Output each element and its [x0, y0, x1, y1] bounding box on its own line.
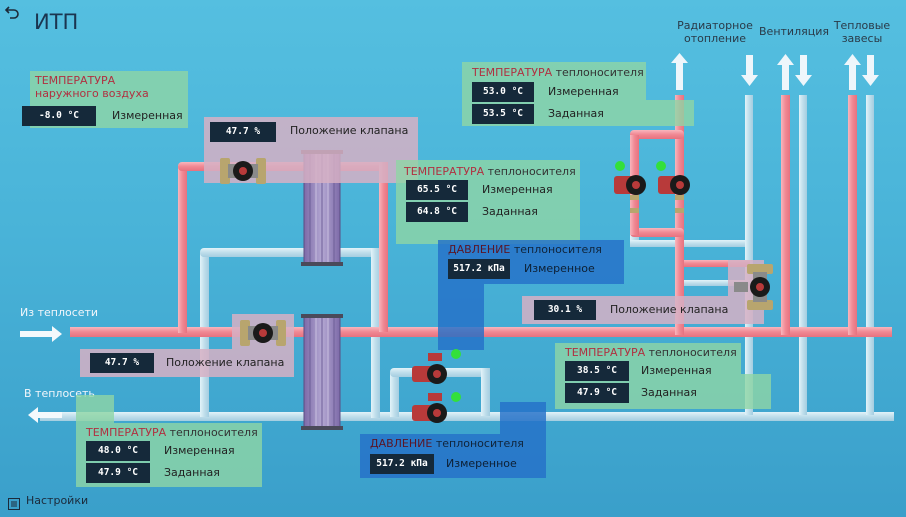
valve-right-tab	[728, 260, 764, 324]
outdoor-temp-panel: ТЕМПЕРАТУРА наружного воздуха -8.0 °C Из…	[22, 71, 188, 128]
temp-top-right-setpoint-value: 53.5 °C	[472, 104, 534, 124]
pressure-top-panel: ДАВЛЕНИЕ теплоносителя 517.2 кПа Измерен…	[438, 240, 624, 284]
outdoor-temp-value: -8.0 °C	[22, 106, 96, 126]
curtain-up-arrow-icon	[844, 54, 861, 90]
temp-hx1-title: ТЕМПЕРАТУРА теплоносителя	[404, 166, 576, 178]
temp-top-right-tab	[646, 100, 694, 126]
inlet-arrow-icon	[20, 326, 62, 342]
ventilation-down-arrow-2-icon	[795, 55, 812, 86]
heat-exchanger-2	[301, 314, 343, 430]
valve-right-value: 30.1 %	[534, 300, 596, 320]
pressure-bottom-title-main: ДАВЛЕНИЕ	[370, 437, 433, 450]
pressure-bottom-title-sub: теплоносителя	[435, 437, 524, 450]
pressure-top-label: Измеренное	[524, 262, 595, 275]
temp-top-right-measured-value: 53.0 °C	[472, 82, 534, 102]
temp-mid-right-tab	[741, 374, 771, 409]
curtain-down-arrow-icon	[862, 55, 879, 86]
temp-top-right-setpoint-label: Заданная	[548, 107, 604, 120]
consumer-radiator-label: Радиаторное отопление	[677, 19, 753, 45]
pressure-top-title: ДАВЛЕНИЕ теплоносителя	[448, 244, 602, 256]
outlet-arrow-icon	[28, 407, 62, 423]
temp-bottom-left-setpoint-value: 47.9 °C	[86, 463, 150, 483]
temp-top-right-title: ТЕМПЕРАТУРА теплоносителя	[472, 67, 644, 79]
page-title: ИТП	[34, 10, 79, 34]
menu-list-icon	[8, 495, 20, 510]
temp-bottom-left-title: ТЕМПЕРАТУРА теплоносителя	[86, 427, 258, 439]
temp-bottom-left-measured-label: Измеренная	[164, 444, 235, 457]
temp-hx1-measured-value: 65.5 °C	[406, 180, 468, 200]
valve-right-panel: 30.1 % Положение клапана	[522, 296, 728, 324]
consumer-ventilation-label: Вентиляция	[759, 25, 829, 38]
settings-label: Настройки	[26, 494, 89, 507]
temp-hx1-setpoint-label: Заданная	[482, 205, 538, 218]
pressure-bottom-stem	[500, 402, 546, 434]
consumer-curtain-label: Тепловые завесы	[833, 19, 891, 45]
temp-top-right-title-main: ТЕМПЕРАТУРА	[472, 66, 553, 79]
valve-top-value: 47.7 %	[210, 122, 276, 142]
valve-top-panel: 47.7 % Положение клапана	[204, 117, 418, 183]
temp-bottom-left-setpoint-label: Заданная	[164, 466, 220, 479]
pressure-top-title-main: ДАВЛЕНИЕ	[448, 243, 511, 256]
outdoor-temp-title: ТЕМПЕРАТУРА	[35, 74, 116, 87]
temp-top-right-panel: ТЕМПЕРАТУРА теплоносителя 53.0 °C Измере…	[462, 62, 646, 126]
pressure-bottom-value: 517.2 кПа	[370, 454, 434, 474]
temp-bottom-left-title-sub: теплоносителя	[169, 426, 258, 439]
temp-bottom-left-panel: ТЕМПЕРАТУРА теплоносителя 48.0 °C Измере…	[76, 423, 262, 487]
pressure-bottom-title: ДАВЛЕНИЕ теплоносителя	[370, 438, 524, 450]
pressure-top-value: 517.2 кПа	[448, 259, 510, 279]
radiator-up-arrow-icon	[671, 53, 688, 90]
temp-hx1-setpoint-value: 64.8 °C	[406, 202, 468, 222]
temp-hx1-panel: ТЕМПЕРАТУРА теплоносителя 65.5 °C Измере…	[396, 160, 580, 244]
pressure-bottom-panel: ДАВЛЕНИЕ теплоносителя 517.2 кПа Измерен…	[360, 434, 546, 478]
valve-mid-value: 47.7 %	[90, 353, 154, 373]
temp-bottom-left-measured-value: 48.0 °C	[86, 441, 150, 461]
outdoor-temp-label: Измеренная	[112, 109, 183, 122]
back-arrow-icon[interactable]	[4, 4, 20, 20]
ventilation-down-arrow-icon	[741, 55, 758, 86]
temp-mid-right-title: ТЕМПЕРАТУРА теплоносителя	[565, 347, 737, 359]
pressure-top-stem	[438, 284, 484, 350]
pressure-bottom-label: Измеренное	[446, 457, 517, 470]
temp-hx1-title-main: ТЕМПЕРАТУРА	[404, 165, 485, 178]
temp-bottom-left-title-main: ТЕМПЕРАТУРА	[86, 426, 167, 439]
valve-right-label: Положение клапана	[610, 303, 729, 316]
pressure-top-title-sub: теплоносителя	[513, 243, 602, 256]
valve-mid-tab	[232, 314, 294, 349]
temp-hx1-title-sub: теплоносителя	[487, 165, 576, 178]
inlet-label: Из теплосети	[20, 306, 99, 319]
temp-top-right-measured-label: Измеренная	[548, 85, 619, 98]
temp-hx1-measured-label: Измеренная	[482, 183, 553, 196]
valve-top-label: Положение клапана	[290, 124, 409, 137]
temp-mid-right-title-main: ТЕМПЕРАТУРА	[565, 346, 646, 359]
temp-mid-right-panel: ТЕМПЕРАТУРА теплоносителя 38.5 °C Измере…	[555, 343, 741, 409]
valve-mid-panel: 47.7 % Положение клапана	[80, 349, 294, 377]
temp-mid-right-title-sub: теплоносителя	[648, 346, 737, 359]
temp-mid-right-measured-label: Измеренная	[641, 364, 712, 377]
outdoor-temp-subtitle: наружного воздуха	[35, 87, 149, 100]
valve-mid-label: Положение клапана	[166, 356, 285, 369]
temp-mid-right-measured-value: 38.5 °C	[565, 361, 629, 381]
temp-mid-right-setpoint-label: Заданная	[641, 386, 697, 399]
temp-top-right-title-sub: теплоносителя	[555, 66, 644, 79]
temp-bottom-left-tab	[76, 395, 114, 423]
temp-mid-right-setpoint-value: 47.9 °C	[565, 383, 629, 403]
ventilation-up-arrow-icon	[777, 54, 794, 90]
